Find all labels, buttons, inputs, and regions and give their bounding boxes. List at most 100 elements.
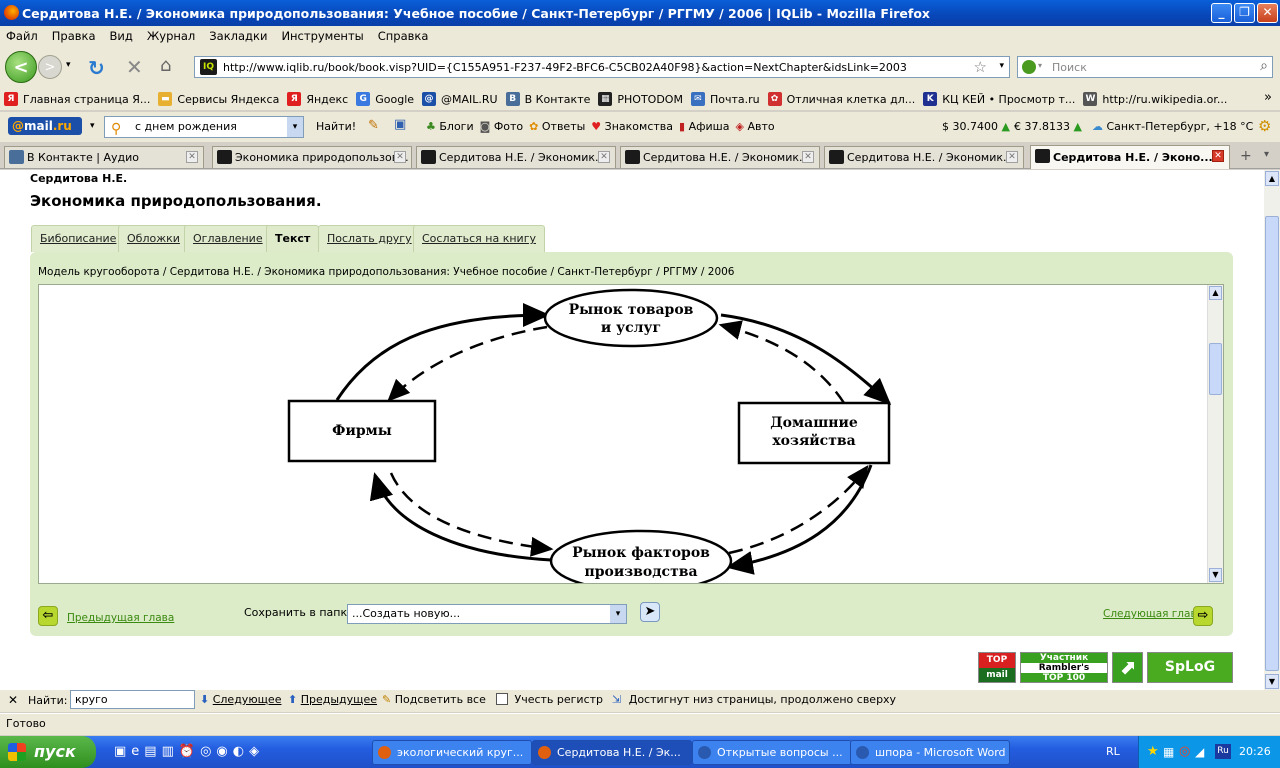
taskbar-task[interactable]: Сердитова Н.Е. / Эк... xyxy=(532,740,692,765)
menu-help[interactable]: Справка xyxy=(377,29,429,43)
language-indicator[interactable]: RL xyxy=(1106,745,1120,758)
bookmark-item[interactable]: ✿Отличная клетка дл... xyxy=(767,92,915,106)
reload-button[interactable]: ↻ xyxy=(88,56,105,80)
firefox-launch-icon[interactable]: ◐ xyxy=(232,744,245,759)
tab-send-friend[interactable]: Послать другу xyxy=(318,225,421,252)
answers-link[interactable]: ✿ Ответы xyxy=(529,120,585,133)
splog-badge[interactable]: SpLoG xyxy=(1147,652,1233,683)
highlight-all-button[interactable]: ✎ Подсветить все xyxy=(382,693,486,706)
bookmark-item[interactable]: ✉Почта.ru xyxy=(690,92,760,106)
scroll-down-icon[interactable]: ▼ xyxy=(1209,568,1222,582)
mailru-menu-dropdown-icon[interactable]: ▾ xyxy=(90,121,95,131)
alarm-icon[interactable]: ⏰ xyxy=(178,744,196,759)
close-find-icon[interactable]: ✕ xyxy=(8,693,19,707)
bookmark-item[interactable]: @@MAIL.RU xyxy=(422,92,498,106)
bookmark-item[interactable]: ▦PHOTODOM xyxy=(598,92,683,106)
save-folder-button[interactable]: ➤ xyxy=(640,602,660,622)
find-prev-button[interactable]: ⬆ Предыдущее xyxy=(288,693,377,706)
mailru-find-button[interactable]: Найти! xyxy=(316,120,357,133)
browser-tab[interactable]: Сердитова Н.Е. / Экономик...✕ xyxy=(620,146,820,168)
folder-dropdown-icon[interactable]: ▾ xyxy=(610,605,626,623)
tab-covers[interactable]: Обложки xyxy=(118,225,189,252)
highlighter-icon[interactable]: ✎ xyxy=(368,118,379,133)
taskbar-task[interactable]: Открытые вопросы ... xyxy=(692,740,852,765)
menu-file[interactable]: Файл xyxy=(6,29,38,43)
explorer-icon[interactable]: ▤ xyxy=(144,744,157,759)
media-icon[interactable]: ▥ xyxy=(161,744,174,759)
opera-tray-icon[interactable]: ◎ xyxy=(1179,744,1191,759)
prev-chapter-arrow-icon[interactable]: ⇦ xyxy=(38,606,58,626)
photo-link[interactable]: ◙ Фото xyxy=(480,120,524,133)
close-tab-icon[interactable]: ✕ xyxy=(1212,150,1224,162)
match-case-checkbox[interactable]: Учесть регистр xyxy=(496,693,603,706)
close-tab-icon[interactable]: ✕ xyxy=(1006,151,1018,163)
forward-button[interactable]: > xyxy=(38,55,62,79)
next-chapter-arrow-icon[interactable]: ⇨ xyxy=(1193,606,1213,626)
url-dropdown-icon[interactable]: ▾ xyxy=(999,61,1004,71)
browser-tab[interactable]: Сердитова Н.Е. / Экономик...✕ xyxy=(824,146,1024,168)
taskbar-task[interactable]: шпора - Microsoft Word xyxy=(850,740,1010,765)
new-tab-icon[interactable]: + xyxy=(1240,148,1252,164)
url-bar[interactable]: IQ http://www.iqlib.ru/book/book.visp?UI… xyxy=(194,56,1010,78)
search-engine-icon[interactable] xyxy=(1022,60,1036,74)
close-window-button[interactable]: ✕ xyxy=(1257,3,1278,23)
settings-gear-icon[interactable]: ⚙ xyxy=(1258,117,1272,135)
tab-bibliography[interactable]: Бибописание xyxy=(31,225,126,252)
show-desktop-icon[interactable]: ▣ xyxy=(114,744,127,759)
search-input[interactable]: ▾ Поиск ⌕ xyxy=(1017,56,1273,78)
search-icon[interactable]: ⌕ xyxy=(1260,58,1268,74)
bookmark-star-icon[interactable]: ☆ xyxy=(973,58,987,76)
arrow-badge-icon[interactable]: ⬈ xyxy=(1112,652,1143,683)
scroll-thumb[interactable] xyxy=(1209,343,1222,395)
maximize-button[interactable]: ❐ xyxy=(1234,3,1255,23)
bookmark-item[interactable]: ▬Сервисы Яндекса xyxy=(158,92,279,106)
dating-link[interactable]: ♥ Знакомства xyxy=(591,120,673,133)
mailru-search-input[interactable]: ⚲ с днем рождения ▾ xyxy=(104,116,304,138)
tab-contents[interactable]: Оглавление xyxy=(184,225,272,252)
search-engine-dropdown-icon[interactable]: ▾ xyxy=(1038,61,1043,70)
opera-icon[interactable]: ◎ xyxy=(200,744,212,759)
mailru-logo[interactable]: @mail.ru xyxy=(8,117,82,135)
taskbar-task[interactable]: экологический круг... xyxy=(372,740,532,765)
back-button[interactable]: < xyxy=(5,51,37,83)
tab-list-icon[interactable]: ▾ xyxy=(1264,149,1270,160)
text-frame-scrollbar[interactable]: ▲ ▼ xyxy=(1207,285,1223,583)
star-tray-icon[interactable]: ★ xyxy=(1147,744,1159,759)
menu-view[interactable]: Вид xyxy=(109,29,133,43)
folder-select[interactable]: ...Создать новую... ▾ xyxy=(347,604,627,624)
stop-button[interactable]: ✕ xyxy=(126,55,143,79)
close-tab-icon[interactable]: ✕ xyxy=(186,151,198,163)
close-tab-icon[interactable]: ✕ xyxy=(394,151,406,163)
page-scrollbar[interactable]: ▲ ▼ xyxy=(1264,170,1280,690)
volume-tray-icon[interactable]: ◢ xyxy=(1195,745,1205,759)
menu-bookmarks[interactable]: Закладки xyxy=(209,29,268,43)
menu-tools[interactable]: Инструменты xyxy=(281,29,364,43)
page-scroll-down-icon[interactable]: ▼ xyxy=(1265,674,1279,689)
auto-link[interactable]: ◈ Авто xyxy=(735,120,774,133)
prev-chapter-link[interactable]: Предыдущая глава xyxy=(67,612,175,624)
bookmarks-overflow-icon[interactable]: » xyxy=(1264,90,1272,105)
menu-history[interactable]: Журнал xyxy=(146,29,196,43)
next-chapter-link[interactable]: Следующая глава xyxy=(1103,608,1204,620)
messenger-icon[interactable]: ◈ xyxy=(249,744,260,759)
minimize-button[interactable]: _ xyxy=(1211,3,1232,23)
browser-tab[interactable]: В Контакте | Аудио✕ xyxy=(4,146,204,168)
tab-cite-book[interactable]: Сослаться на книгу xyxy=(413,225,545,252)
mailru-search-dropdown-icon[interactable]: ▾ xyxy=(287,117,303,137)
start-button[interactable]: пуск xyxy=(0,736,96,768)
find-next-button[interactable]: ⬇ Следующее xyxy=(200,693,281,706)
menu-edit[interactable]: Правка xyxy=(51,29,96,43)
close-tab-icon[interactable]: ✕ xyxy=(802,151,814,163)
afisha-link[interactable]: ▮ Афиша xyxy=(679,120,729,133)
tray-language[interactable]: Ru xyxy=(1215,744,1231,759)
close-tab-icon[interactable]: ✕ xyxy=(598,151,610,163)
page-scroll-thumb[interactable] xyxy=(1265,216,1279,671)
find-input[interactable]: круго xyxy=(70,690,195,709)
